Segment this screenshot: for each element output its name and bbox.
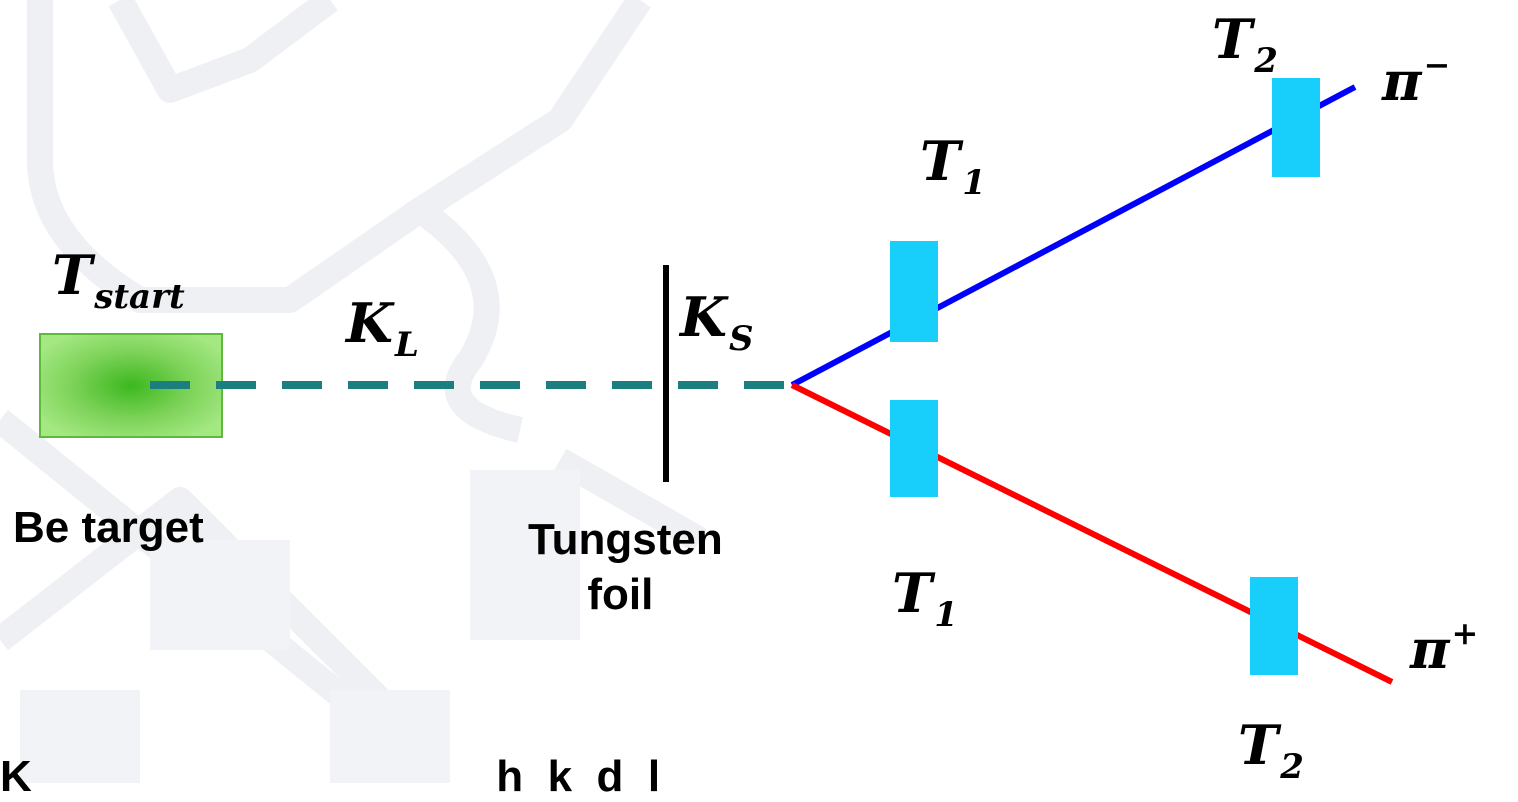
t2-lower-label: T2 [1238,713,1304,787]
k-long-label: KL [346,291,419,365]
t1-lower-label: T1 [892,561,958,635]
t1-upper-station [890,241,938,342]
pi-minus-label: π− [1382,46,1451,113]
kaon-decay-diagram [39,78,1394,685]
t2-lower-station [1250,577,1298,675]
be-target-label: Be target [13,503,204,552]
t2-upper-label: T2 [1212,7,1278,81]
t-start-label: Tstart [52,243,185,317]
tungsten-foil-label: Tungsten foil [528,515,723,619]
be-target-block [39,333,223,438]
pi-plus-track [790,382,1394,685]
t2-upper-station [1272,78,1320,177]
crest-watermark [0,0,707,783]
bottom-cutoff-text: K h k d l [0,752,661,801]
pi-minus-track [790,84,1357,388]
t1-upper-label: T1 [920,129,986,203]
k-short-label: KS [680,285,754,359]
pi-plus-label: π+ [1410,614,1479,681]
t1-lower-station [890,400,938,497]
